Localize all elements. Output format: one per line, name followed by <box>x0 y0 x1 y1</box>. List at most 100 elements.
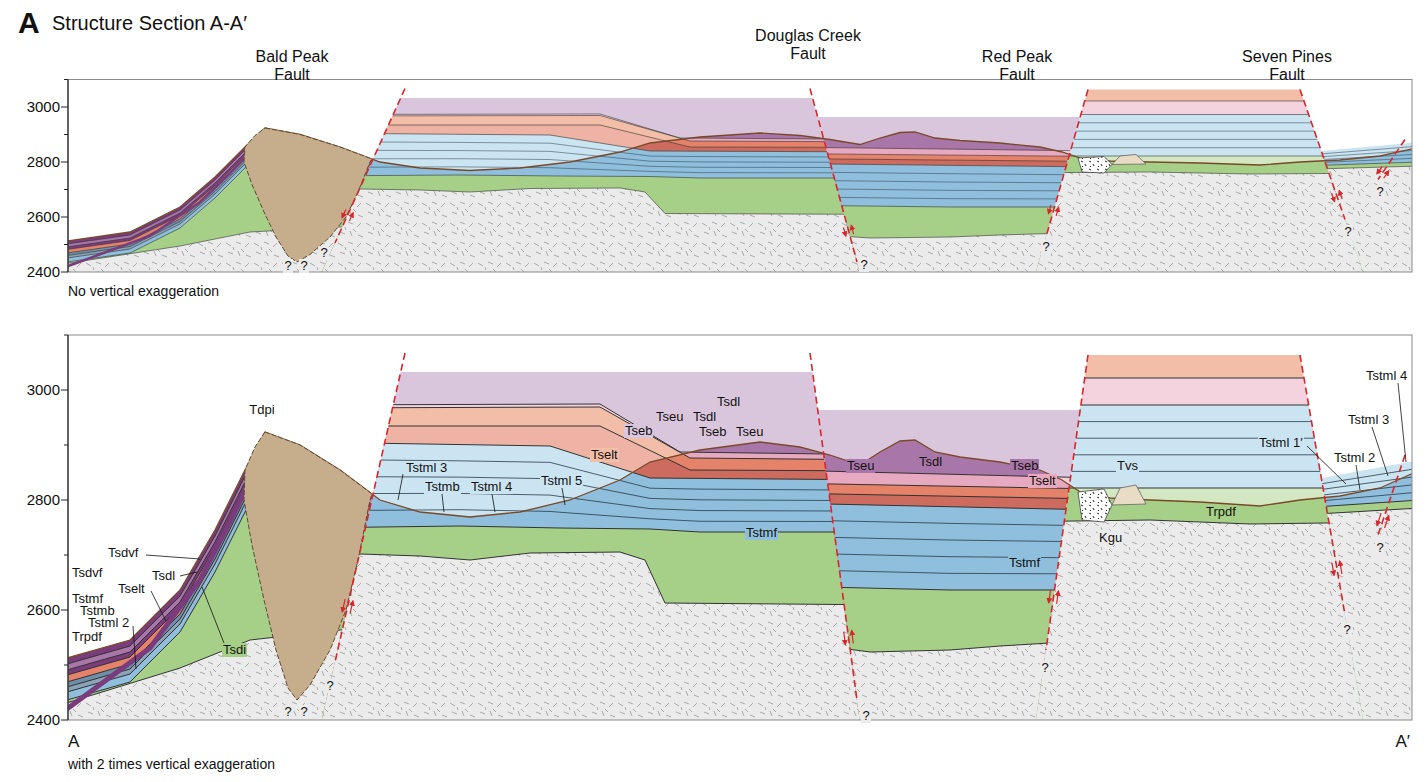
query-mark: ? <box>1040 661 1049 675</box>
slip-arrow <box>1057 591 1059 604</box>
slip-arrow <box>1332 562 1334 575</box>
rock-unit <box>68 116 1412 273</box>
exposed-units <box>68 372 1412 720</box>
unit-label: Tseb <box>1010 459 1039 473</box>
unit-label: Tseb <box>624 424 653 438</box>
slip-arrow <box>1049 590 1051 603</box>
query-mark: ? <box>1375 185 1384 199</box>
unit-label: Tselt <box>118 582 145 596</box>
fault-line <box>1378 140 1405 180</box>
query-mark: ? <box>859 258 868 272</box>
unit-label: Tsdvf <box>108 546 138 560</box>
axis-tick <box>61 610 68 611</box>
rock-unit <box>68 98 1412 272</box>
query-mark: ? <box>1041 240 1050 254</box>
axis-value: 2800 <box>27 154 60 171</box>
slip-arrow <box>1339 191 1342 200</box>
fault-line <box>335 89 405 244</box>
unit-label: Tstml 1′ <box>1258 436 1304 450</box>
axis-tick <box>64 335 68 336</box>
slip-arrow <box>342 599 345 612</box>
rock-unit <box>68 355 1412 720</box>
rock-unit <box>68 372 1412 720</box>
bed-line <box>68 122 1412 123</box>
leader-line <box>492 494 495 512</box>
slip-arrow <box>1056 207 1058 216</box>
leader-line <box>1398 383 1406 462</box>
rock-unit <box>68 90 1412 273</box>
rock-unit <box>68 90 1412 273</box>
slip-arrow <box>1385 516 1389 528</box>
dike <box>68 480 250 714</box>
slip-arrow <box>851 225 853 234</box>
axis-value: 2400 <box>27 712 60 729</box>
rock-unit <box>68 405 1412 720</box>
leader-line <box>442 494 444 512</box>
panel-frame <box>68 80 1412 273</box>
query-mark: ? <box>1343 225 1352 239</box>
rock-unit <box>68 114 1412 272</box>
axis-tick <box>64 555 68 556</box>
unit-label: Tstml 3 <box>1348 413 1389 427</box>
fault-block <box>68 90 1412 273</box>
leader-line <box>398 474 403 500</box>
elevation-axis <box>67 335 68 720</box>
section-panel <box>68 90 1412 273</box>
leader-line <box>562 488 565 505</box>
dike-group <box>68 152 250 269</box>
panel-frame <box>68 335 1412 720</box>
fault-name: Red Peak Fault <box>975 48 1059 83</box>
panel-letter: A <box>18 6 40 39</box>
rock-unit <box>68 115 1412 273</box>
fault-block <box>68 98 1412 272</box>
rock-unit <box>68 98 1412 272</box>
unit-label: Kgu <box>1098 531 1123 545</box>
axis-value: 2800 <box>27 492 60 509</box>
axis-value: 2600 <box>27 209 60 226</box>
slip-arrow <box>852 631 854 644</box>
axis-tick <box>61 720 68 721</box>
unit-label: Tvs <box>1116 459 1139 473</box>
rock-unit <box>68 378 1412 720</box>
axis-tick <box>61 500 68 501</box>
exposed-units <box>68 355 1412 720</box>
fault-line <box>335 353 405 662</box>
bed-line <box>68 421 1412 422</box>
fault-block <box>68 355 1412 720</box>
unit-label: Tsdvf <box>72 566 102 580</box>
query-mark: ? <box>299 705 308 719</box>
fault-block <box>68 372 1412 720</box>
figure-title: Structure Section A-A′ <box>52 12 247 34</box>
fault-line <box>810 353 857 700</box>
rock-unit <box>68 378 1412 720</box>
slip-arrow <box>1377 513 1381 525</box>
fault-line <box>1046 90 1088 238</box>
section-end: A′ <box>1395 733 1410 752</box>
leader-line <box>180 572 197 576</box>
axis-tick <box>61 217 68 218</box>
fault-line <box>1378 455 1405 535</box>
unit-label: Tstmf <box>745 526 778 540</box>
unit-label: Tstml 2 <box>88 616 129 630</box>
rock-unit <box>68 404 1412 720</box>
unit-label: Tsdl <box>918 455 943 469</box>
slip-arrow <box>1332 193 1335 202</box>
fault-line <box>1300 90 1345 220</box>
axis-value: 3000 <box>27 99 60 116</box>
leader-line <box>146 555 200 559</box>
query-mark: ? <box>283 705 292 719</box>
elevation-axis <box>67 80 68 273</box>
slip-arrow <box>1340 561 1342 574</box>
contact-line <box>68 114 1412 115</box>
slip-arrow <box>342 209 346 217</box>
axis-tick <box>64 665 68 666</box>
slip-arrow <box>1048 205 1050 214</box>
section-end: A <box>68 733 79 752</box>
dike <box>68 152 250 269</box>
unit-label: Tsdi <box>222 643 247 657</box>
volcanic-body <box>1112 155 1146 165</box>
axis-tick <box>64 189 68 190</box>
section-panel <box>68 355 1412 720</box>
axis-tick <box>61 107 68 108</box>
